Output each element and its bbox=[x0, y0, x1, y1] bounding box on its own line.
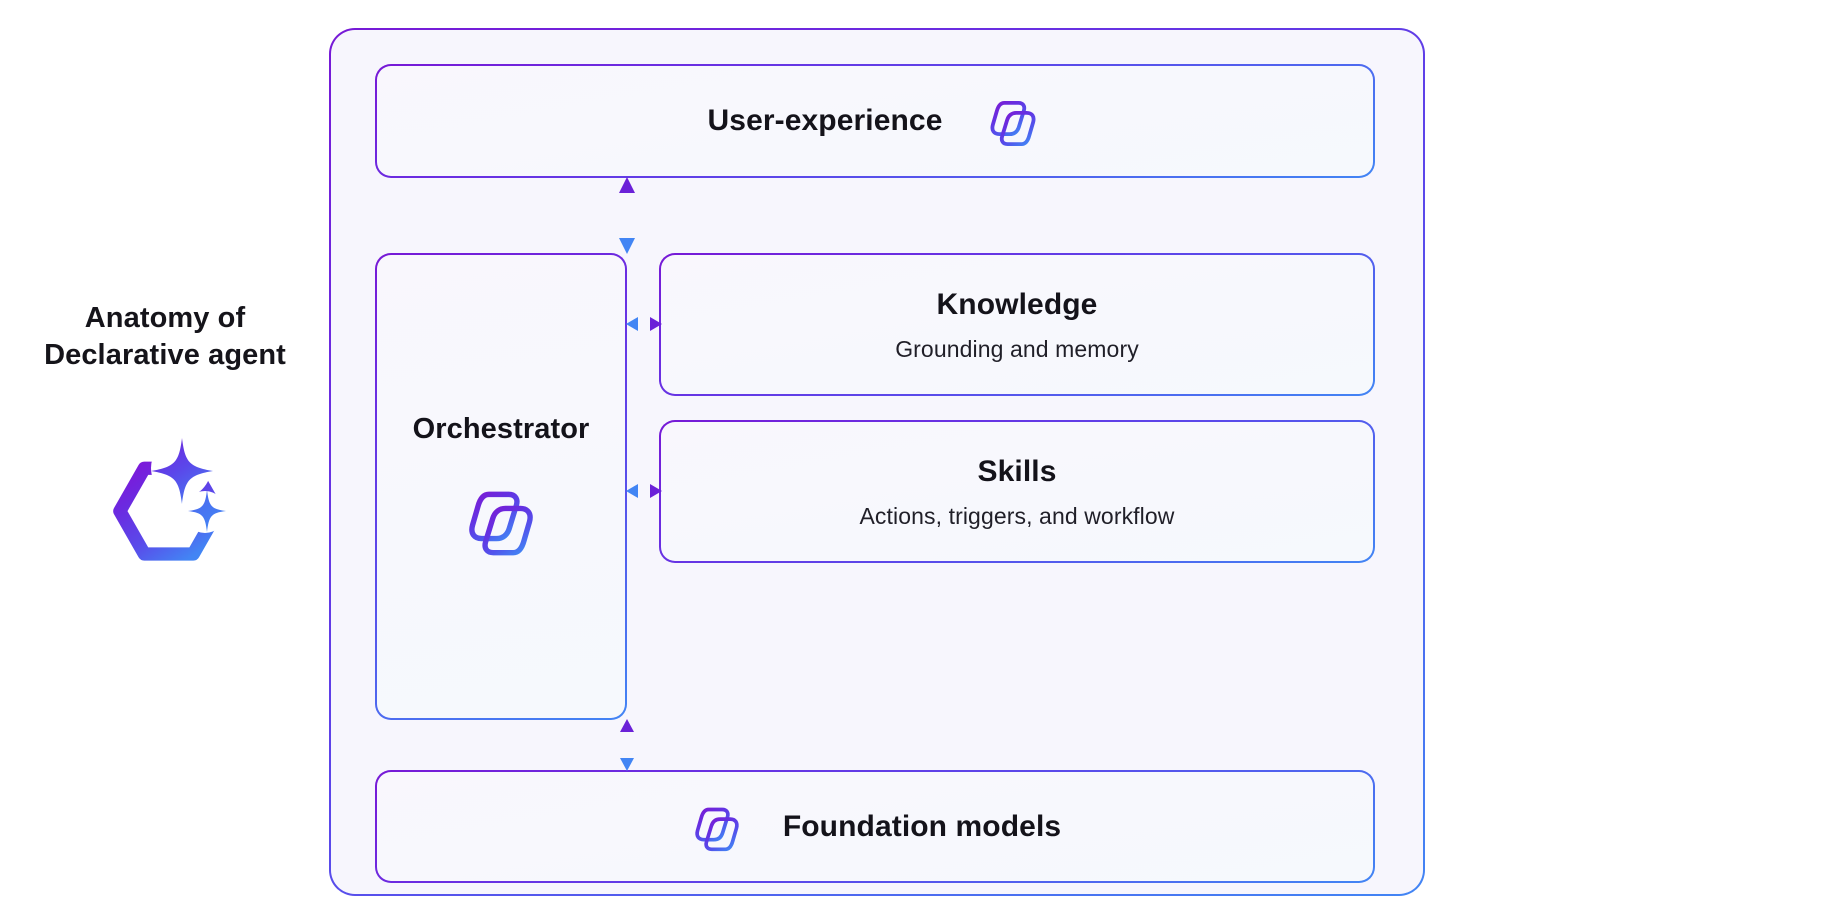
arrow-orchestrator-to-knowledge bbox=[626, 317, 662, 331]
sparkle-large-icon bbox=[151, 438, 213, 505]
copilot-icon bbox=[469, 491, 533, 556]
page-title-line-1: Anatomy of bbox=[84, 302, 246, 334]
card-user-experience-title: User-experience bbox=[707, 104, 943, 137]
card-user-experience[interactable]: User-experience bbox=[375, 64, 1375, 178]
caption-panel: Anatomy of Declarative agent bbox=[0, 300, 330, 582]
card-skills-title: Skills bbox=[977, 454, 1057, 488]
card-skills-subtitle: Actions, triggers, and workflow bbox=[859, 502, 1175, 529]
card-knowledge[interactable]: Knowledge Grounding and memory bbox=[659, 253, 1375, 396]
card-skills[interactable]: Skills Actions, triggers, and workflow bbox=[659, 420, 1375, 563]
copilot-icon bbox=[695, 807, 739, 851]
card-foundation-models[interactable]: Foundation models bbox=[375, 770, 1375, 883]
copilot-icon bbox=[991, 100, 1036, 147]
hexagon-sparkle-icon bbox=[113, 438, 226, 561]
arrow-orchestrator-to-skills bbox=[626, 484, 662, 498]
arrow-user-experience-to-orchestrator bbox=[619, 177, 635, 254]
card-knowledge-subtitle: Grounding and memory bbox=[895, 335, 1139, 362]
card-orchestrator-title: Orchestrator bbox=[412, 413, 590, 446]
card-foundation-models-title: Foundation models bbox=[782, 809, 1062, 843]
declarative-agent-diagram: User-experience Orchestrator Knowledge bbox=[329, 28, 1425, 896]
card-orchestrator[interactable]: Orchestrator bbox=[375, 253, 627, 720]
arrow-orchestrator-to-foundation-models bbox=[620, 719, 634, 771]
page-title-line-2: Declarative agent bbox=[44, 339, 286, 372]
card-knowledge-title: Knowledge bbox=[936, 287, 1098, 321]
sparkle-small-icon bbox=[188, 490, 226, 533]
page-title: Anatomy of Declarative agent bbox=[0, 300, 330, 374]
